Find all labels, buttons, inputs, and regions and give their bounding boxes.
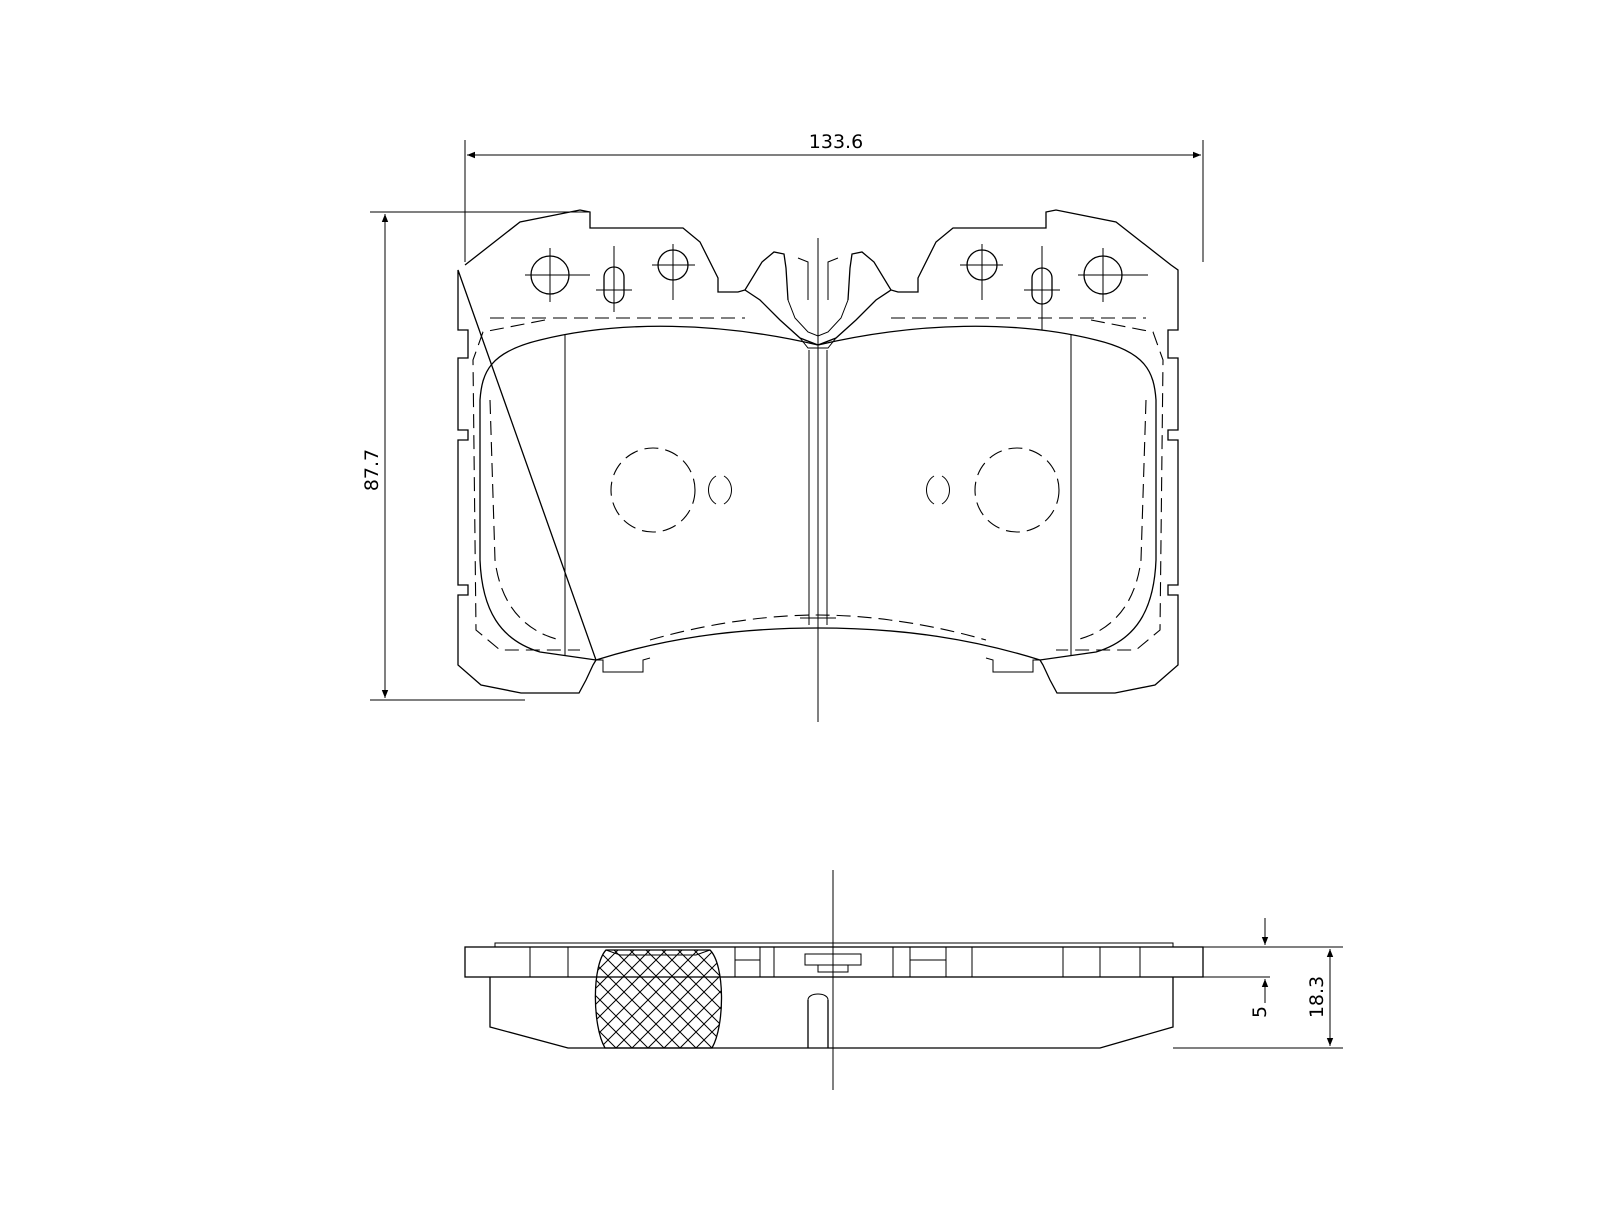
- side-view: [464, 870, 1204, 1090]
- side-plate-details: [529, 947, 1141, 977]
- left-small-marks-icon: [708, 475, 732, 505]
- width-dimension: 133.6: [464, 131, 1204, 262]
- friction-face-features: [610, 447, 1060, 533]
- total-thickness-label: 18.3: [1306, 976, 1328, 1018]
- width-dimension-label: 133.6: [809, 131, 863, 153]
- left-dashed-circle-icon: [610, 447, 696, 533]
- right-dashed-circle-icon: [974, 447, 1060, 533]
- side-center-groove: [807, 993, 829, 1001]
- bottom-left-step: [596, 657, 651, 673]
- height-dimension: 87.7: [361, 211, 590, 701]
- left-ear-holes: [525, 244, 695, 312]
- front-view: [457, 209, 1179, 722]
- plate-thickness-label: 5: [1249, 1006, 1271, 1018]
- clip-slots: [797, 257, 839, 300]
- height-dimension-label: 87.7: [361, 449, 383, 491]
- side-shim: [494, 942, 1174, 947]
- side-hatch-cap: [605, 949, 711, 956]
- total-thickness-dimension: 18.3: [1173, 949, 1343, 1049]
- backing-plate-outline: [457, 209, 1179, 694]
- side-friction-block: [489, 977, 1174, 1049]
- right-small-marks-icon: [926, 475, 950, 505]
- plate-thickness-dimension: 5: [1203, 918, 1343, 1018]
- plate-inner-boundary: [472, 319, 1164, 651]
- bottom-right-step: [985, 657, 1040, 673]
- side-backing-plate: [464, 946, 1204, 978]
- side-hatched-section: [594, 949, 723, 1049]
- right-ear-holes: [960, 244, 1148, 330]
